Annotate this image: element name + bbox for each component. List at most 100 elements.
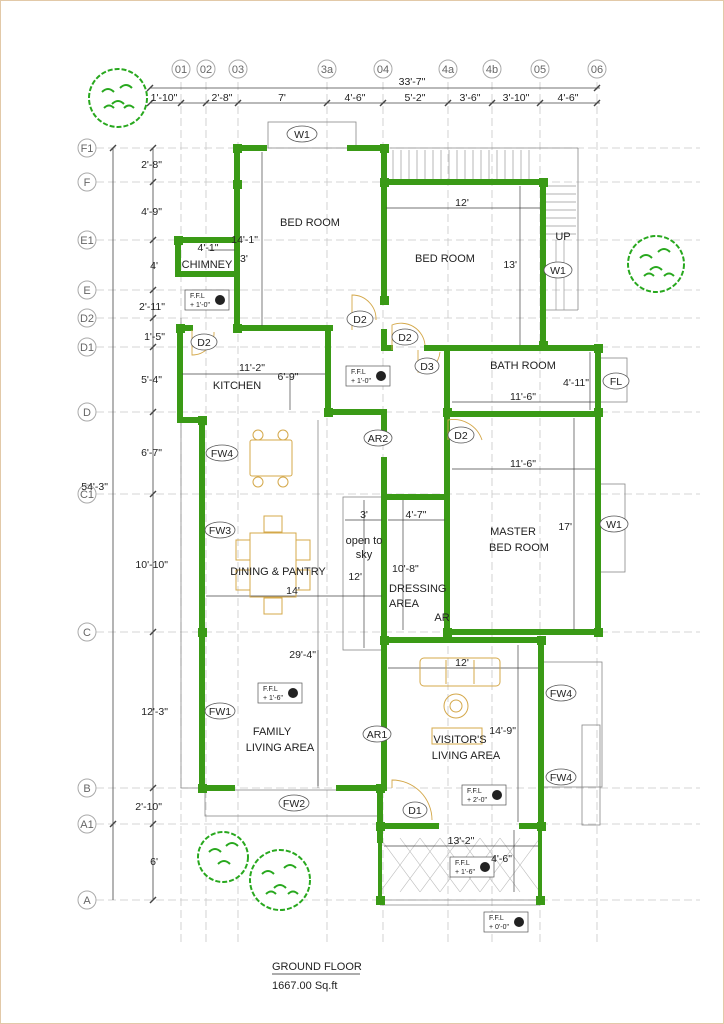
level-marker: F.F.L + 1'-0" — [184, 289, 230, 311]
svg-text:2'-10": 2'-10" — [135, 801, 162, 813]
svg-text:4b: 4b — [486, 64, 498, 76]
svg-text:03: 03 — [232, 64, 244, 76]
wall-columns — [174, 144, 603, 905]
svg-text:4'-7": 4'-7" — [406, 509, 427, 521]
svg-text:A: A — [83, 895, 91, 907]
svg-text:12': 12' — [455, 657, 469, 669]
svg-text:3'-6": 3'-6" — [460, 92, 481, 104]
drawing-area: 1667.00 Sq.ft — [272, 980, 337, 992]
svg-text:F: F — [84, 177, 91, 189]
room-label-kitchen: KITCHEN — [213, 380, 261, 392]
tag-labels: W1 W1 D2 D2 D2 D3 FL AR2 D2 FW4 FW3 W1 F… — [197, 129, 622, 817]
svg-text:D1: D1 — [408, 805, 422, 817]
room-dimensions: 12' 13' 14'-1" 3' 4'-1" 11'-2" 6'-9" 11'… — [198, 197, 590, 865]
svg-text:6'-9": 6'-9" — [278, 371, 299, 383]
svg-text:4'-6": 4'-6" — [345, 92, 366, 104]
svg-text:4'-6": 4'-6" — [491, 853, 512, 865]
furniture — [235, 429, 501, 745]
level-marker: F.F.L + 1'-0" — [345, 365, 391, 387]
svg-text:E: E — [83, 285, 90, 297]
level-target-icon — [514, 917, 524, 927]
room-label-visitors-2: LIVING AREA — [432, 750, 501, 762]
svg-text:W1: W1 — [606, 519, 622, 531]
svg-text:11'-6": 11'-6" — [510, 458, 536, 470]
drawing-caption: GROUND FLOOR 1667.00 Sq.ft — [272, 961, 362, 992]
level-target-icon — [492, 790, 502, 800]
level-target-icon — [376, 371, 386, 381]
svg-text:W1: W1 — [294, 129, 310, 141]
svg-text:1'-10": 1'-10" — [151, 92, 178, 104]
stair-up-label: UP — [555, 231, 570, 243]
svg-text:+ 0'-0": + 0'-0" — [489, 924, 509, 931]
svg-text:+ 2'-0": + 2'-0" — [467, 797, 487, 804]
svg-text:FW3: FW3 — [209, 525, 231, 537]
inner-dimension-lines — [182, 152, 595, 892]
svg-text:6'-7": 6'-7" — [141, 447, 162, 459]
room-label-master-1: MASTER — [490, 526, 536, 538]
room-label-family-1: FAMILY — [253, 726, 292, 738]
top-dimension-chain: 33'-7" 1'-10" 2'-8" 7' 4'-6" 5'-2" 3'-6"… — [146, 76, 601, 107]
svg-text:11'-2": 11'-2" — [239, 362, 265, 374]
sofa — [419, 657, 501, 687]
trees — [88, 68, 685, 911]
coffee-table — [443, 693, 469, 719]
svg-text:D2: D2 — [353, 314, 367, 326]
level-marker: F.F.L + 2'-0" — [461, 784, 507, 806]
svg-text:AR2: AR2 — [368, 433, 389, 445]
svg-text:F1: F1 — [81, 143, 94, 155]
visitor-seating — [431, 727, 483, 745]
room-label-master-2: BED ROOM — [489, 542, 549, 554]
svg-text:D3: D3 — [420, 361, 434, 373]
svg-text:F.F.L: F.F.L — [190, 293, 205, 300]
svg-text:01: 01 — [175, 64, 187, 76]
svg-text:B: B — [83, 783, 90, 795]
grid-lines — [96, 82, 700, 945]
level-target-icon — [480, 862, 490, 872]
svg-text:F.F.L: F.F.L — [455, 860, 470, 867]
room-label-family-2: LIVING AREA — [246, 742, 315, 754]
room-label-bathroom: BATH ROOM — [490, 360, 556, 372]
svg-text:FW4: FW4 — [550, 688, 572, 700]
svg-text:2'-8": 2'-8" — [141, 159, 162, 171]
room-label-dressing-2: AREA — [389, 598, 420, 610]
svg-text:04: 04 — [377, 64, 389, 76]
svg-text:+ 1'-0": + 1'-0" — [190, 302, 210, 309]
left-dimension-chain: 54'-3" 2'-8" 4'-9" 4' 2'-11" 1'-5" 5'-4"… — [81, 144, 168, 904]
dining-table-large — [249, 532, 297, 598]
room-label-open-1: open to — [346, 535, 383, 547]
svg-text:3a: 3a — [321, 64, 334, 76]
svg-text:06: 06 — [591, 64, 603, 76]
svg-text:4'-1": 4'-1" — [198, 242, 219, 254]
svg-text:05: 05 — [534, 64, 546, 76]
level-target-icon — [288, 688, 298, 698]
svg-text:3': 3' — [240, 253, 248, 265]
svg-text:1'-5": 1'-5" — [144, 331, 165, 343]
svg-text:10'-8": 10'-8" — [392, 563, 419, 575]
tree-icon — [88, 68, 148, 128]
svg-text:FW1: FW1 — [209, 706, 231, 718]
level-marker: F.F.L + 1'-6" — [449, 856, 495, 878]
level-marker: F.F.L + 1'-6" — [257, 682, 303, 704]
svg-text:D2: D2 — [454, 430, 468, 442]
svg-text:2'-8": 2'-8" — [212, 92, 233, 104]
svg-text:2'-11": 2'-11" — [139, 301, 165, 313]
svg-text:12': 12' — [348, 571, 362, 583]
svg-text:5'-2": 5'-2" — [405, 92, 426, 104]
ffl-markers: F.F.L + 1'-0" F.F.L + 1'-0" F.F.L + 1'-6… — [184, 289, 529, 933]
svg-text:E1: E1 — [80, 235, 93, 247]
svg-text:4': 4' — [150, 260, 158, 272]
svg-text:FW4: FW4 — [211, 448, 233, 460]
svg-text:7': 7' — [278, 92, 286, 104]
porch-walls — [378, 826, 542, 900]
svg-text:FL: FL — [610, 376, 622, 388]
svg-text:14'-9": 14'-9" — [489, 725, 516, 737]
level-target-icon — [215, 295, 225, 305]
svg-text:4a: 4a — [442, 64, 455, 76]
room-label-bedroom-1: BED ROOM — [280, 217, 340, 229]
room-label-dressing-1: DRESSING — [389, 583, 446, 595]
svg-text:10'-10": 10'-10" — [135, 559, 168, 571]
svg-text:F.F.L: F.F.L — [351, 369, 366, 376]
staircase — [392, 150, 576, 310]
tree-icon — [197, 831, 249, 883]
